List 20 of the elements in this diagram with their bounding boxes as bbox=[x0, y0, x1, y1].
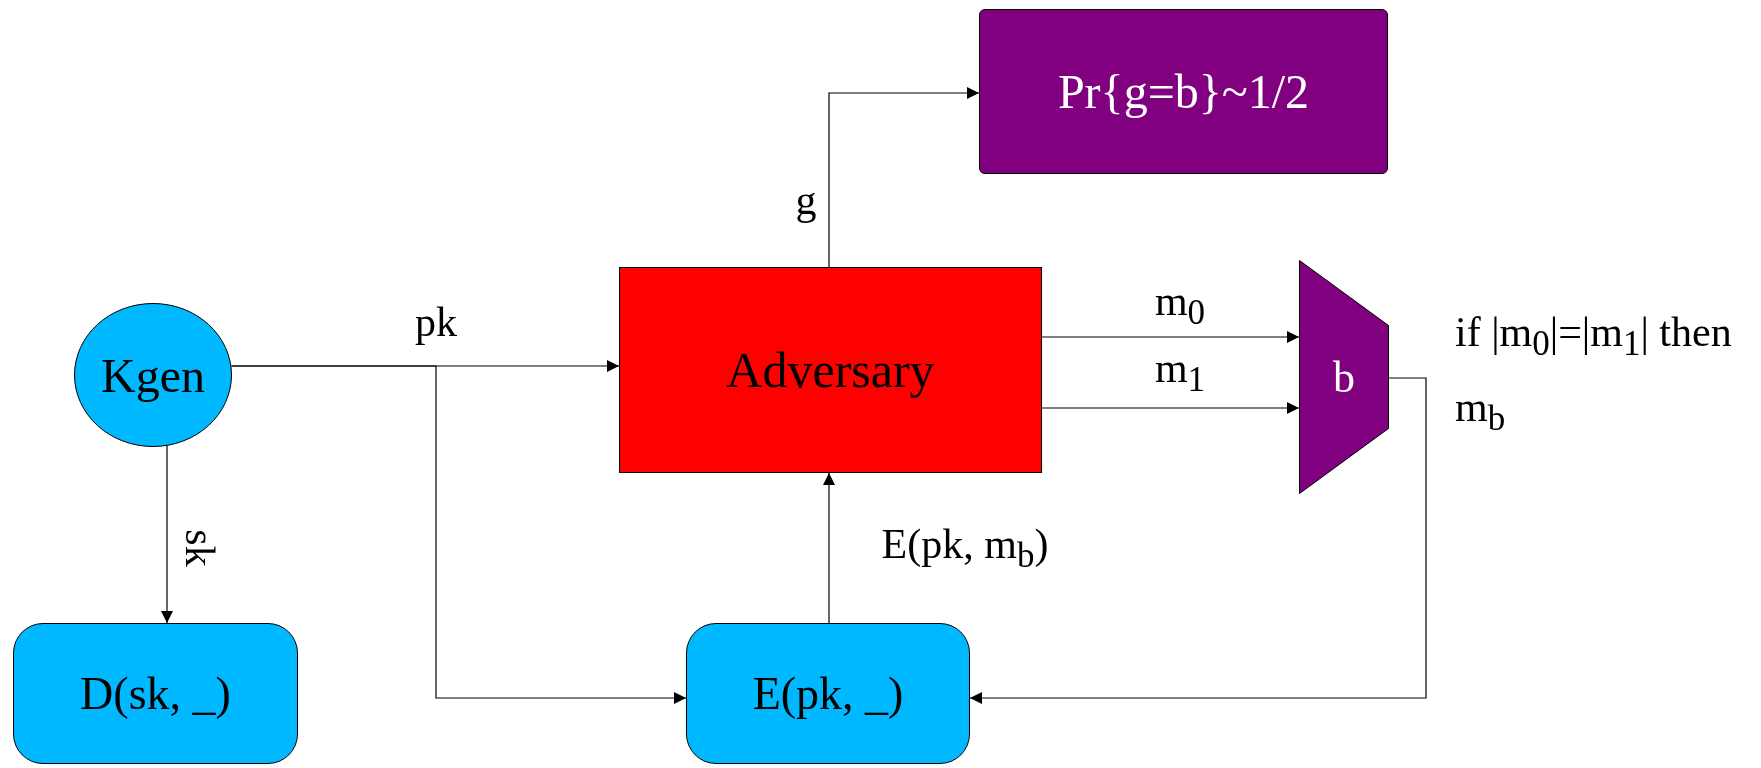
condition-note: if |m$_{0}$|=|m$_{1}$| then m$_{b}$ bbox=[1455, 308, 1733, 441]
selector-trapezoid bbox=[1299, 260, 1389, 494]
arrow bbox=[969, 377, 1427, 704]
probability-box bbox=[979, 9, 1388, 174]
key-generation-ellipse bbox=[74, 303, 232, 447]
adversary-box bbox=[619, 267, 1042, 473]
arrow bbox=[823, 472, 835, 624]
node-label: Adversary bbox=[726, 341, 935, 399]
node-label: b bbox=[1333, 351, 1355, 403]
node-label: D(sk, _) bbox=[80, 667, 231, 720]
arrow bbox=[1041, 402, 1300, 414]
node-label: Pr{g=b}~1/2 bbox=[1057, 64, 1310, 119]
arrow bbox=[1041, 331, 1300, 343]
decryption-box bbox=[13, 623, 298, 764]
encryption-box bbox=[686, 623, 970, 764]
node-label: E(pk, _) bbox=[752, 667, 904, 720]
node-label: Kgen bbox=[101, 347, 205, 403]
arrow bbox=[230, 365, 687, 704]
arrow bbox=[161, 445, 173, 624]
arrow bbox=[828, 87, 980, 268]
